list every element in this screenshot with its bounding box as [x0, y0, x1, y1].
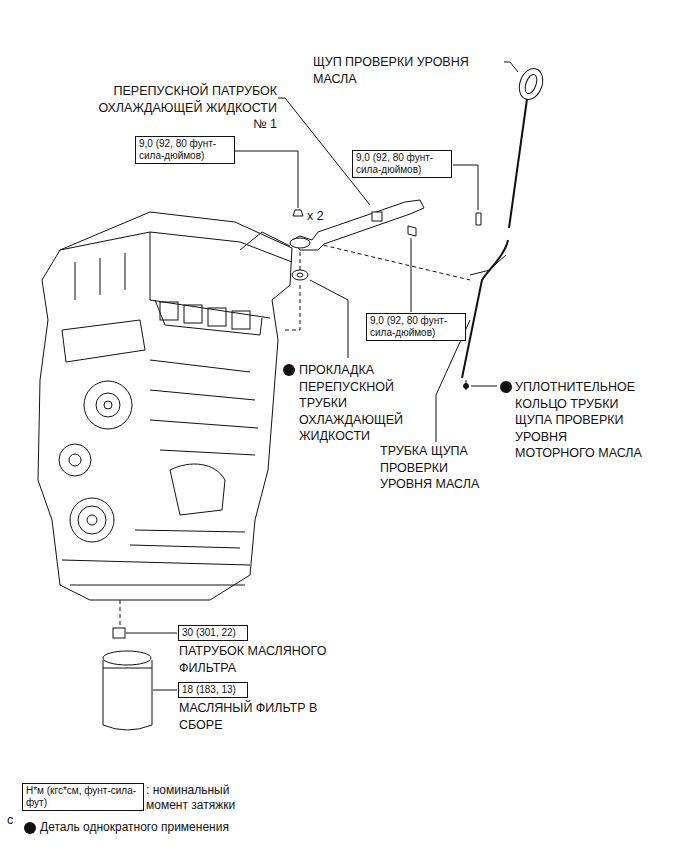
- torque-box: 30 (301, 22): [178, 625, 248, 641]
- part-name: УПЛОТНИТЕЛЬНОЕ КОЛЬЦО ТРУБКИ ЩУПА ПРОВЕР…: [514, 379, 644, 462]
- bypass-pipe: [290, 200, 481, 280]
- torque-value: 9,0 (92, 80 фунт-сила-дюймов): [370, 315, 462, 339]
- part-name: ПЕРЕПУСКНОЙ ПАТРУБОК ОХЛАЖДАЮЩЕЙ ЖИДКОСТ…: [86, 83, 278, 133]
- dipstick: [509, 65, 547, 228]
- legend-text: : номинальный момент затяжки: [146, 783, 256, 813]
- single-use-mark: [24, 364, 512, 834]
- figure-code: c: [6, 812, 22, 829]
- leader-lines: [126, 62, 518, 690]
- legend-text: Деталь однократного применения: [40, 820, 280, 835]
- part-name: МАСЛЯНЫЙ ФИЛЬТР В СБОРЕ: [178, 700, 330, 733]
- part-name: ПАТРУБОК МАСЛЯНОГО ФИЛЬТРА: [178, 643, 360, 676]
- legend-sample-box: Н*м (кгс*см, фунт-сила-фут): [22, 783, 144, 811]
- part-name: ПРОКЛАДКА ПЕРЕПУСКНОЙ ТРУБКИ ОХЛАЖДАЮЩЕЙ…: [298, 362, 410, 445]
- assembly-lines: [120, 242, 470, 626]
- torque-box: 9,0 (92, 80 фунт-сила-дюймов): [352, 150, 452, 178]
- part-name: ЩУП ПРОВЕРКИ УРОВНЯ МАСЛА: [312, 54, 504, 87]
- engine-drawing: [38, 212, 292, 600]
- torque-value: 9,0 (92, 80 фунт-сила-дюймов): [356, 152, 448, 176]
- oil-filter: [103, 628, 152, 730]
- part-name: ТРУБКА ЩУПА ПРОВЕРКИ УРОВНЯ МАСЛА: [379, 443, 499, 493]
- dipstick-tube: [462, 240, 508, 389]
- torque-value: 18 (183, 13): [182, 684, 244, 696]
- quantity-label: x 2: [306, 208, 338, 225]
- torque-box: 9,0 (92, 80 фунт-сила-дюймов): [366, 313, 466, 341]
- torque-value: 30 (301, 22): [182, 627, 244, 639]
- torque-value: 9,0 (92, 80 фунт-сила-дюймов): [139, 138, 231, 162]
- torque-box: 9,0 (92, 80 фунт-сила-дюймов): [135, 136, 235, 164]
- torque-value: Н*м (кгс*см, фунт-сила-фут): [26, 785, 140, 809]
- torque-box: 18 (183, 13): [178, 682, 248, 698]
